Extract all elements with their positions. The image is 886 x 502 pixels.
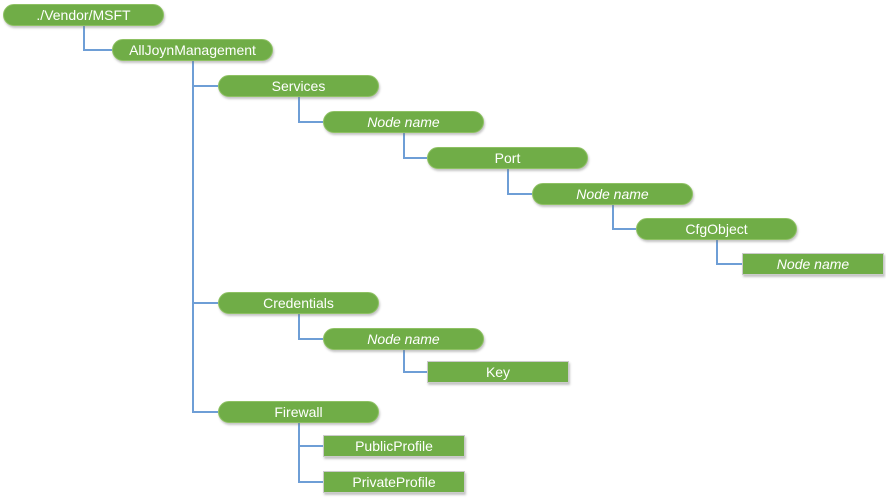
connector-elbow-horizontal (402, 157, 427, 159)
connector-elbow-horizontal (611, 228, 636, 230)
connector-elbow-horizontal (297, 481, 323, 483)
tree-node-credentials: Credentials (218, 292, 379, 314)
tree-node-label: Node name (367, 331, 440, 347)
tree-node-label: PrivateProfile (352, 474, 436, 490)
tree-node-firewall: Firewall (218, 401, 379, 423)
connector-elbow-horizontal (297, 121, 323, 123)
connector-elbow-horizontal (82, 49, 112, 51)
tree-node-port: Port (427, 147, 588, 169)
tree-node-privateprofile: PrivateProfile (323, 471, 465, 493)
tree-node-label: Node name (367, 114, 440, 130)
connector-elbow-horizontal (506, 193, 532, 195)
connector-elbow-horizontal (402, 371, 427, 373)
connector-elbow-vertical (611, 205, 614, 230)
connector-elbow-horizontal (191, 85, 218, 87)
connector-elbow-vertical (297, 314, 300, 340)
connector-elbow-vertical (402, 133, 405, 159)
connector-elbow-horizontal (715, 263, 742, 265)
tree-node-label: CfgObject (685, 221, 748, 237)
tree-node-label: ./Vendor/MSFT (36, 7, 131, 23)
connector-elbow-vertical (715, 240, 718, 265)
tree-node-services-nodename: Node name (323, 111, 484, 133)
tree-node-cfgobject-nodename: Node name (742, 253, 884, 275)
connector-elbow-horizontal (297, 445, 323, 447)
tree-node-label: Firewall (274, 404, 323, 420)
tree-node-label: Port (494, 150, 521, 166)
tree-node-vendor-msft: ./Vendor/MSFT (3, 4, 164, 26)
connector-elbow-vertical (82, 26, 85, 51)
connector-elbow-vertical (191, 61, 194, 413)
tree-node-label: AllJoynManagement (129, 42, 256, 58)
connector-elbow-horizontal (297, 338, 323, 340)
tree-node-label: Key (485, 364, 511, 380)
connector-elbow-horizontal (191, 302, 218, 304)
tree-node-label: PublicProfile (355, 438, 433, 454)
connector-elbow-vertical (297, 97, 300, 123)
tree-node-credentials-nodename: Node name (323, 328, 484, 350)
connector-elbow-horizontal (191, 411, 218, 413)
connector-elbow-vertical (402, 350, 405, 373)
tree-node-key: Key (427, 361, 569, 383)
connector-elbow-vertical (506, 169, 509, 195)
tree-node-alljoynmanagement: AllJoynManagement (112, 39, 273, 61)
tree-node-label: Node name (776, 256, 850, 272)
tree-node-label: Services (271, 78, 326, 94)
tree-node-label: Node name (576, 186, 649, 202)
tree-node-services: Services (218, 75, 379, 97)
tree-node-publicprofile: PublicProfile (323, 435, 465, 457)
tree-node-label: Credentials (263, 295, 334, 311)
tree-node-cfgobject: CfgObject (636, 218, 797, 240)
tree-node-port-nodename: Node name (532, 183, 693, 205)
connector-elbow-vertical (297, 423, 300, 483)
